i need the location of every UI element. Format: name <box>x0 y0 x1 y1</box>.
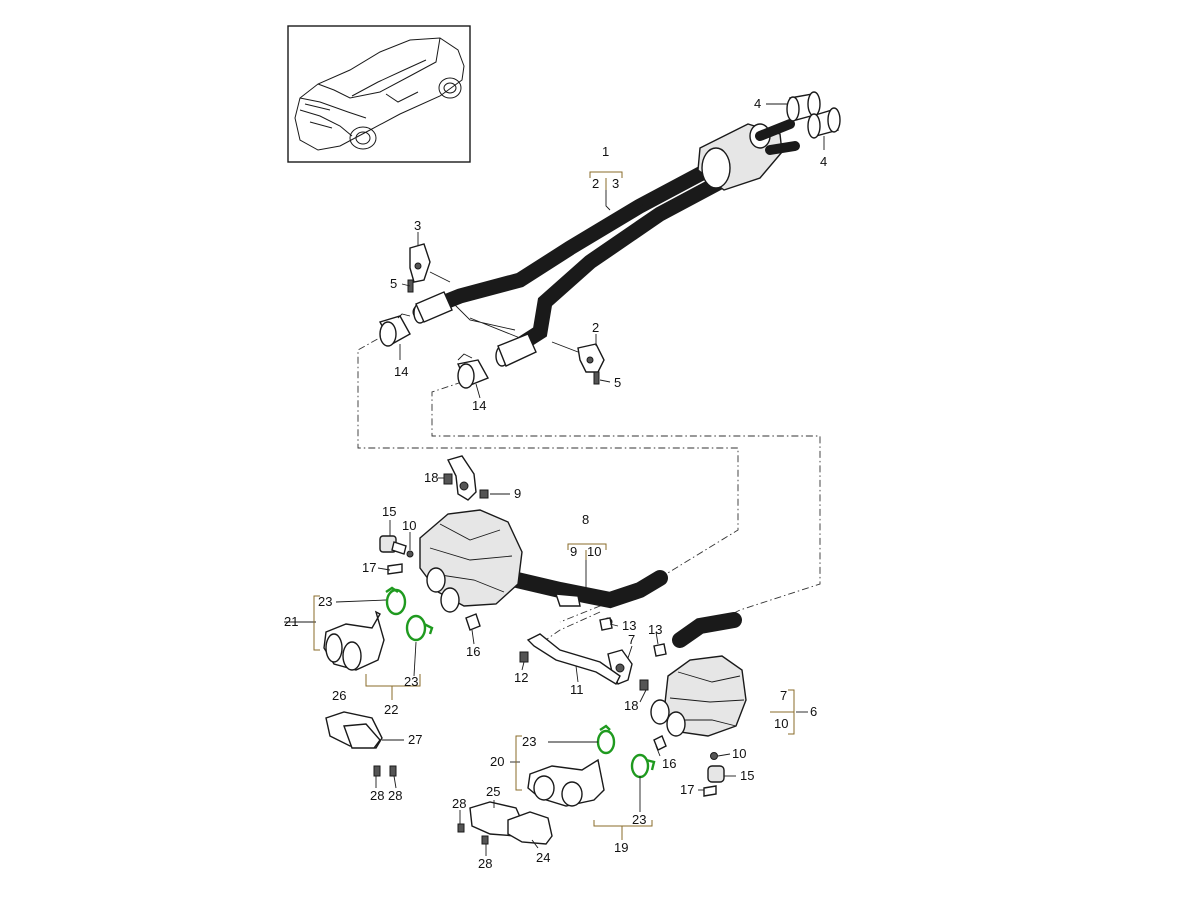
tailpipe-21-left <box>323 610 385 671</box>
callout-2-group: 2 <box>592 176 599 191</box>
callout-4-upper: 4 <box>754 96 761 111</box>
callout-18-upper: 18 <box>424 470 438 485</box>
callout-3-group: 3 <box>612 176 619 191</box>
nut-10-left <box>406 550 414 558</box>
callout-22: 22 <box>384 702 398 717</box>
callout-16-left: 16 <box>466 644 480 659</box>
callout-6: 6 <box>810 704 817 719</box>
front-hanger-left <box>407 243 451 293</box>
callout-19: 19 <box>614 840 628 855</box>
callout-13-left: 13 <box>622 618 636 633</box>
callout-24: 24 <box>536 850 550 865</box>
callout-7-hanger: 7 <box>628 632 635 647</box>
callout-28-a: 28 <box>370 788 384 803</box>
callout-12: 12 <box>514 670 528 685</box>
trim-26-27 <box>325 711 397 777</box>
plug-16-left <box>465 613 481 631</box>
clamp-4-lower <box>807 107 841 139</box>
front-silencer <box>697 119 800 191</box>
callout-7-group: 7 <box>780 688 787 703</box>
callout-9-group: 9 <box>570 544 577 559</box>
callout-23-right-lower: 23 <box>632 812 646 827</box>
callout-18-lower: 18 <box>624 698 638 713</box>
callout-11: 11 <box>570 682 584 697</box>
callout-1: 1 <box>602 144 609 159</box>
callout-4-lower: 4 <box>820 154 827 169</box>
callout-23-right-upper: 23 <box>522 734 536 749</box>
tailpipe-20-right <box>527 758 605 807</box>
callout-9-hanger: 9 <box>514 486 521 501</box>
front-hanger-right <box>551 341 605 385</box>
leader-lines <box>284 103 825 856</box>
callout-25: 25 <box>486 784 500 799</box>
callout-23-left-upper: 23 <box>318 594 332 609</box>
callout-15-right: 15 <box>740 768 754 783</box>
damper-15-right <box>707 765 725 783</box>
callout-13-right: 13 <box>648 622 662 637</box>
clamp-14-left <box>378 313 411 347</box>
callout-5-left: 5 <box>390 276 397 291</box>
callout-20: 20 <box>490 754 504 769</box>
rear-silencer-left <box>419 509 668 627</box>
callout-17-right: 17 <box>680 782 694 797</box>
rear-hanger-7-right <box>607 649 649 691</box>
callout-10-left: 10 <box>402 518 416 533</box>
callout-21: 21 <box>284 614 298 629</box>
callout-2-hanger: 2 <box>592 320 599 335</box>
callout-15-left: 15 <box>382 504 396 519</box>
clamp-4-upper <box>786 91 821 122</box>
clamp-14-right <box>456 353 489 389</box>
bracket-11 <box>526 633 621 685</box>
callout-labels: 1 2 3 4 4 3 5 2 5 14 14 18 9 8 9 10 15 1… <box>284 96 827 871</box>
washer-17-right <box>703 785 717 797</box>
callout-17-left: 17 <box>362 560 376 575</box>
callout-28-d: 28 <box>478 856 492 871</box>
car-illustration <box>294 37 465 151</box>
group-brackets <box>313 171 795 840</box>
nut-13-left <box>599 617 613 631</box>
callout-10-group: 10 <box>587 544 601 559</box>
callout-23-left-lower: 23 <box>404 674 418 689</box>
front-pipe-assembly <box>412 119 800 367</box>
vehicle-thumbnail <box>287 25 471 163</box>
washer-17-left <box>387 563 403 575</box>
callout-14-left: 14 <box>394 364 408 379</box>
rear-silencer-right <box>650 612 747 737</box>
callout-28-b: 28 <box>388 788 402 803</box>
callout-27: 27 <box>408 732 422 747</box>
callout-10-group-right: 10 <box>774 716 788 731</box>
plug-16-right <box>653 735 667 751</box>
bolt-12 <box>519 651 529 663</box>
callout-16-right: 16 <box>662 756 676 771</box>
rear-hanger-9-left <box>443 455 489 501</box>
nut-10-right <box>710 752 718 760</box>
nut-13-right <box>653 643 667 657</box>
damper-15-left <box>379 535 407 555</box>
callout-28-c: 28 <box>452 796 466 811</box>
trim-24-25 <box>457 801 553 845</box>
callout-8: 8 <box>582 512 589 527</box>
callout-26: 26 <box>332 688 346 703</box>
callout-5-right: 5 <box>614 375 621 390</box>
callout-10-right: 10 <box>732 746 746 761</box>
callout-3-hanger: 3 <box>414 218 421 233</box>
callout-14-right: 14 <box>472 398 486 413</box>
